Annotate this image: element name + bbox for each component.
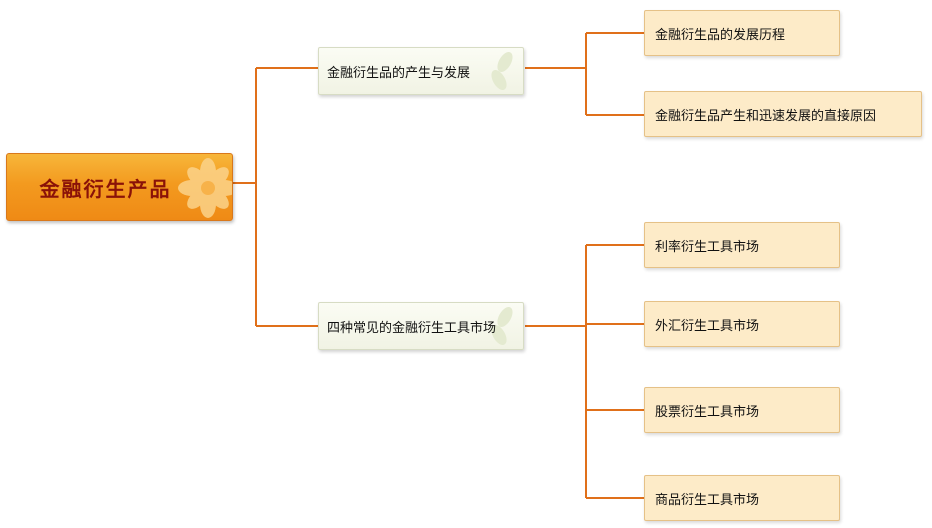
- leaf-label: 商品衍生工具市场: [655, 492, 760, 508]
- leaf-label: 金融衍生品产生和迅速发展的直接原因: [655, 108, 877, 124]
- branch-node-development[interactable]: 金融衍生品的产生与发展: [318, 47, 524, 95]
- leaf-node-interest-rate[interactable]: 利率衍生工具市场: [644, 222, 840, 268]
- branch-label: 金融衍生品的产生与发展: [327, 65, 471, 81]
- leaf-node-forex[interactable]: 外汇衍生工具市场: [644, 301, 840, 347]
- leaf-label: 外汇衍生工具市场: [655, 318, 760, 334]
- leaf-label: 利率衍生工具市场: [655, 239, 760, 255]
- root-node[interactable]: 金融衍生产品: [6, 153, 233, 221]
- leaf-node-commodity[interactable]: 商品衍生工具市场: [644, 475, 840, 521]
- leaf-node-history[interactable]: 金融衍生品的发展历程: [644, 10, 840, 56]
- leaf-label: 金融衍生品的发展历程: [655, 27, 786, 43]
- leaf-node-stock[interactable]: 股票衍生工具市场: [644, 387, 840, 433]
- leaf-decoration-icon: [491, 52, 513, 90]
- leaf-label: 股票衍生工具市场: [655, 404, 760, 420]
- leaf-node-direct-causes[interactable]: 金融衍生品产生和迅速发展的直接原因: [644, 91, 922, 137]
- flower-decoration-icon: [178, 158, 232, 218]
- branch-node-markets[interactable]: 四种常见的金融衍生工具市场: [318, 302, 524, 350]
- branch-label: 四种常见的金融衍生工具市场: [327, 320, 497, 336]
- root-label: 金融衍生产品: [39, 176, 172, 201]
- leaf-decoration-icon: [491, 307, 513, 345]
